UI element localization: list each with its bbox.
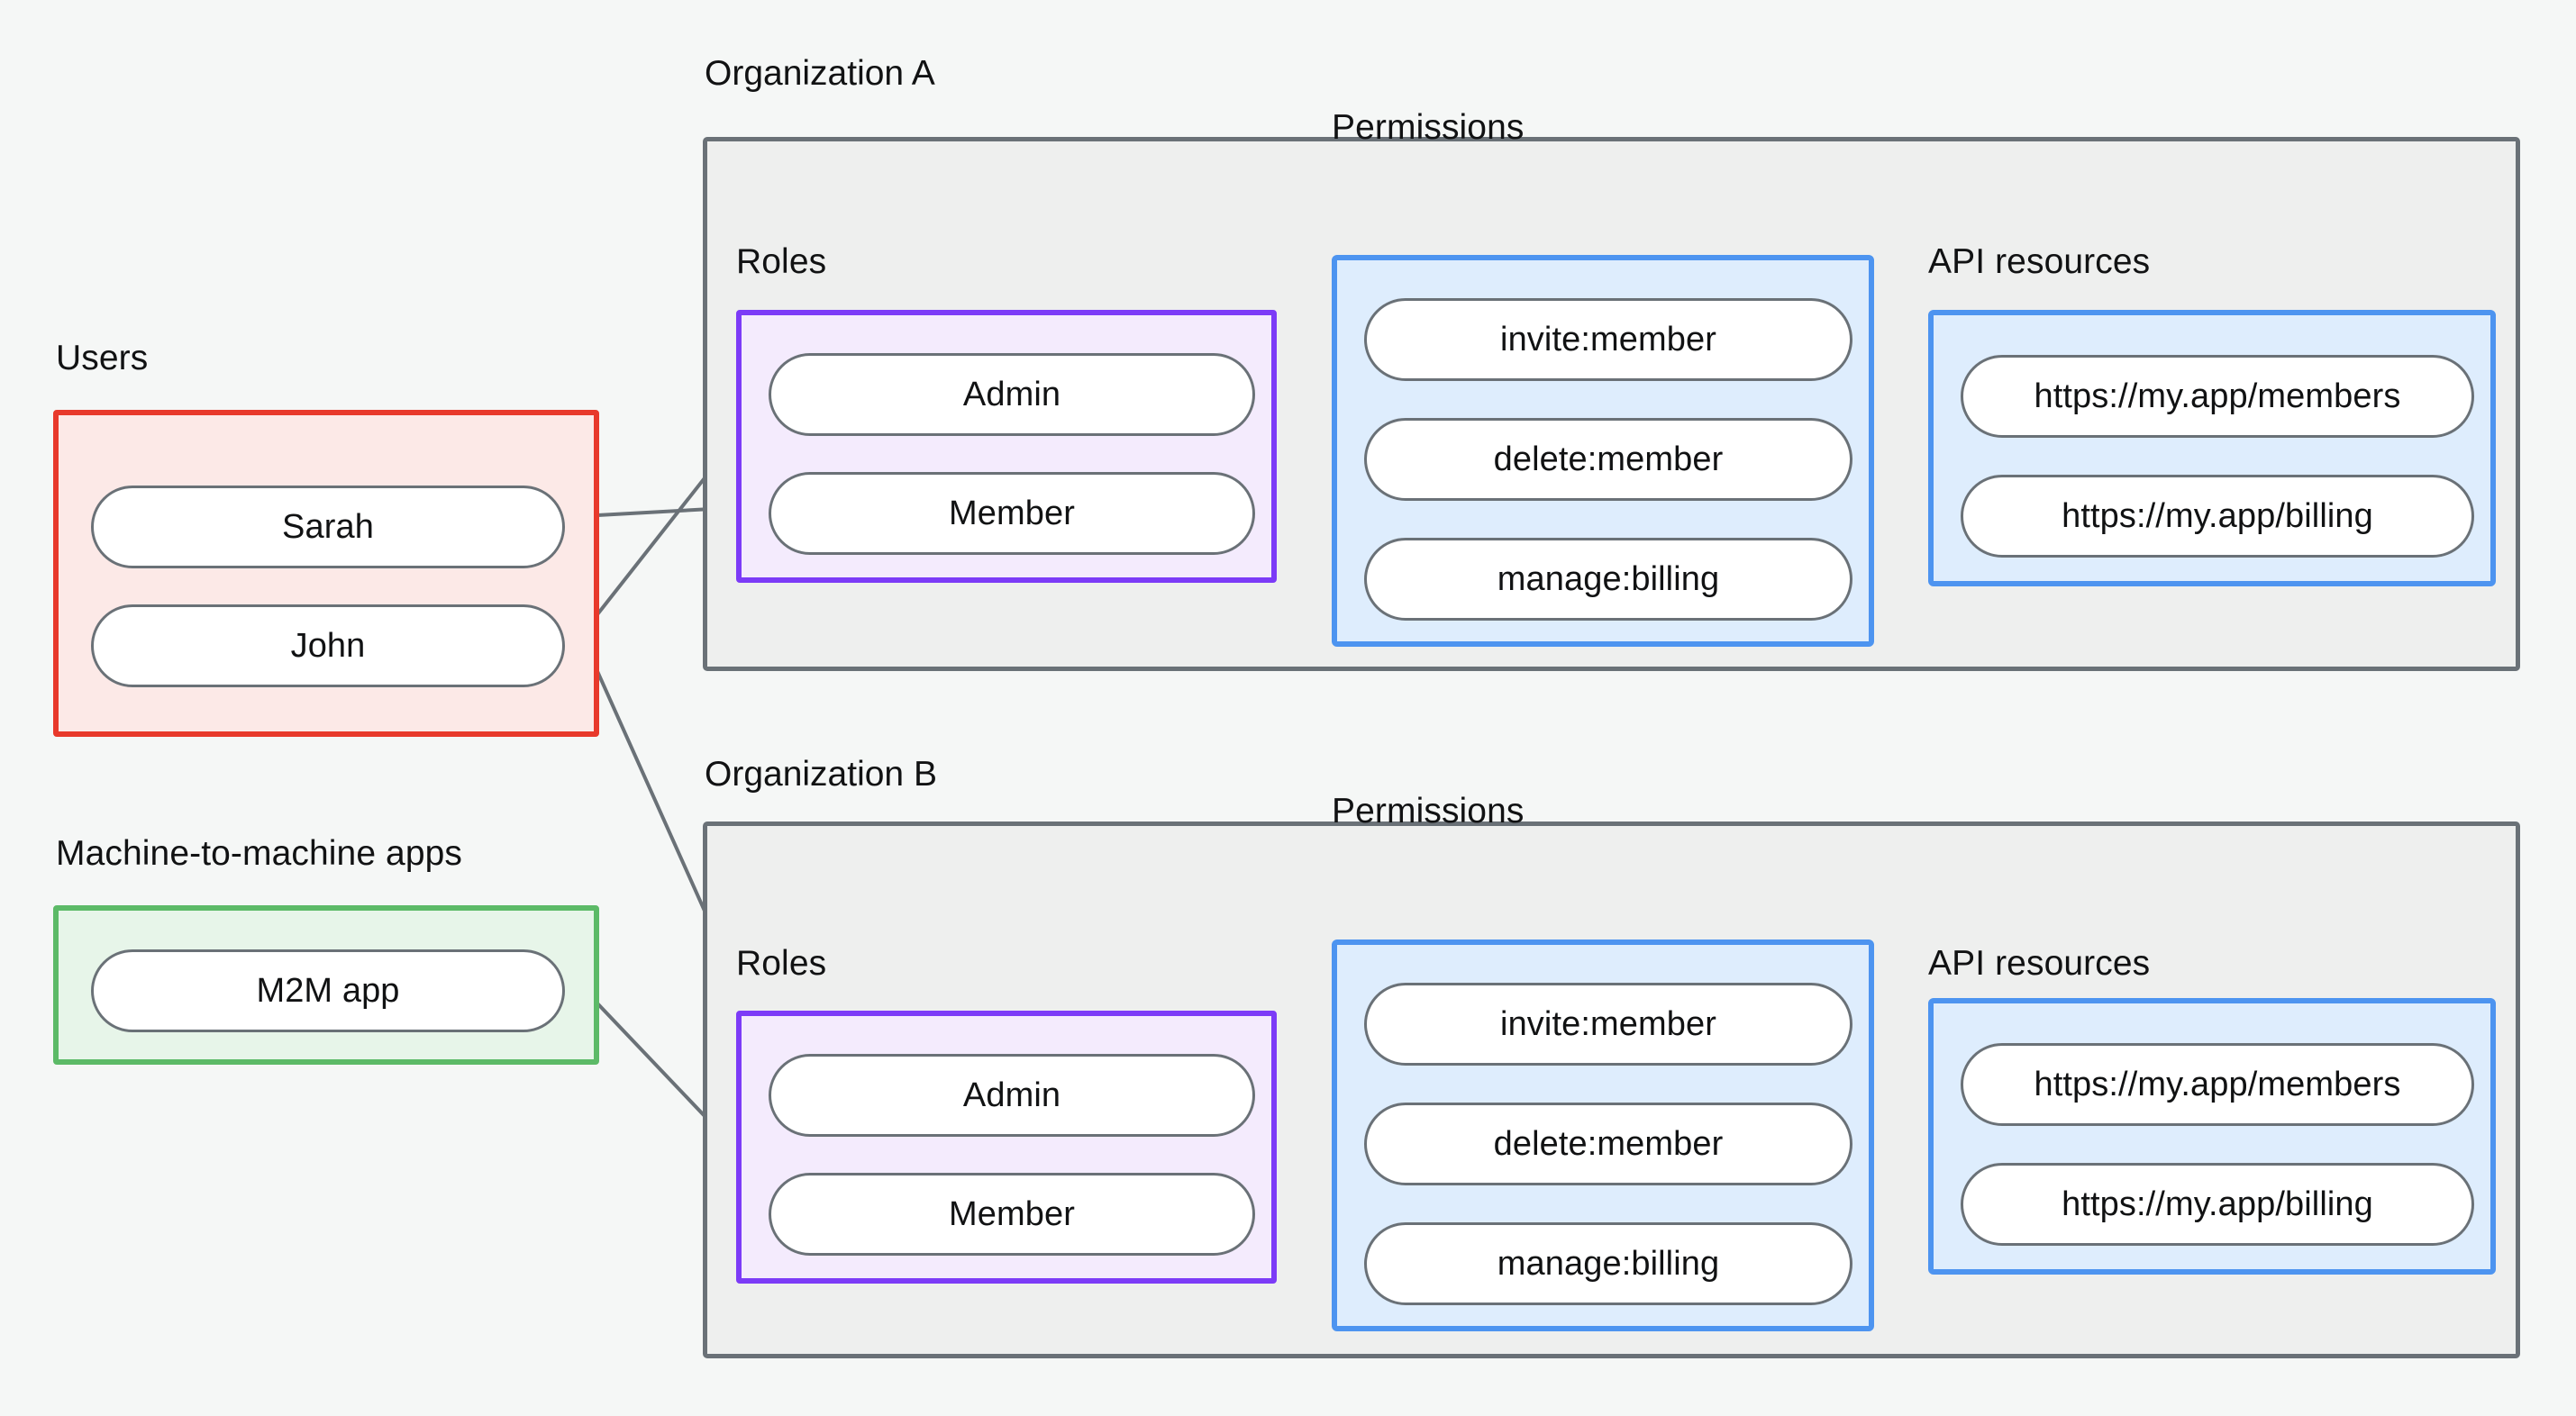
permission-pill-invite-member-b[interactable]: invite:member <box>1364 983 1852 1066</box>
api-pill-billing-a[interactable]: https://my.app/billing <box>1961 475 2474 558</box>
api-container-b: https://my.app/members https://my.app/bi… <box>1928 998 2496 1275</box>
permission-pill-delete-member-a[interactable]: delete:member <box>1364 418 1852 501</box>
org-title-a: Organization A <box>705 54 935 93</box>
roles-container-b: Admin Member <box>736 1011 1277 1284</box>
roles-label-a: Roles <box>736 242 827 281</box>
api-pill-members-a[interactable]: https://my.app/members <box>1961 355 2474 438</box>
permission-pill-manage-billing-a[interactable]: manage:billing <box>1364 538 1852 621</box>
api-label-b: API resources <box>1928 944 2151 983</box>
role-pill-member-b[interactable]: Member <box>769 1173 1255 1256</box>
permissions-container-b: invite:member delete:member manage:billi… <box>1332 939 1874 1331</box>
permissions-label-b: Permissions <box>1332 792 1525 831</box>
org-container-b: Roles Admin Member Permissions invite:me… <box>703 792 2520 1358</box>
m2m-group-label: Machine-to-machine apps <box>56 834 463 873</box>
roles-label-b: Roles <box>736 944 827 983</box>
permissions-label-a: Permissions <box>1332 108 1525 147</box>
users-container: Sarah John <box>53 410 599 737</box>
permission-pill-delete-member-b[interactable]: delete:member <box>1364 1103 1852 1185</box>
role-pill-admin-a[interactable]: Admin <box>769 353 1255 436</box>
permissions-container-a: invite:member delete:member manage:billi… <box>1332 255 1874 647</box>
users-group-label: Users <box>56 339 149 377</box>
api-pill-members-b[interactable]: https://my.app/members <box>1961 1043 2474 1126</box>
permission-pill-manage-billing-b[interactable]: manage:billing <box>1364 1222 1852 1305</box>
permission-pill-invite-member-a[interactable]: invite:member <box>1364 298 1852 381</box>
role-pill-admin-b[interactable]: Admin <box>769 1054 1255 1137</box>
m2m-pill-app[interactable]: M2M app <box>91 949 565 1032</box>
api-label-a: API resources <box>1928 242 2151 281</box>
user-pill-john[interactable]: John <box>91 604 565 687</box>
org-title-b: Organization B <box>705 755 937 794</box>
role-pill-member-a[interactable]: Member <box>769 472 1255 555</box>
api-container-a: https://my.app/members https://my.app/bi… <box>1928 310 2496 586</box>
roles-container-a: Admin Member <box>736 310 1277 583</box>
m2m-container: M2M app <box>53 905 599 1065</box>
user-pill-sarah[interactable]: Sarah <box>91 486 565 568</box>
api-pill-billing-b[interactable]: https://my.app/billing <box>1961 1163 2474 1246</box>
org-container-a: Roles Admin Member Permissions invite:me… <box>703 108 2520 671</box>
